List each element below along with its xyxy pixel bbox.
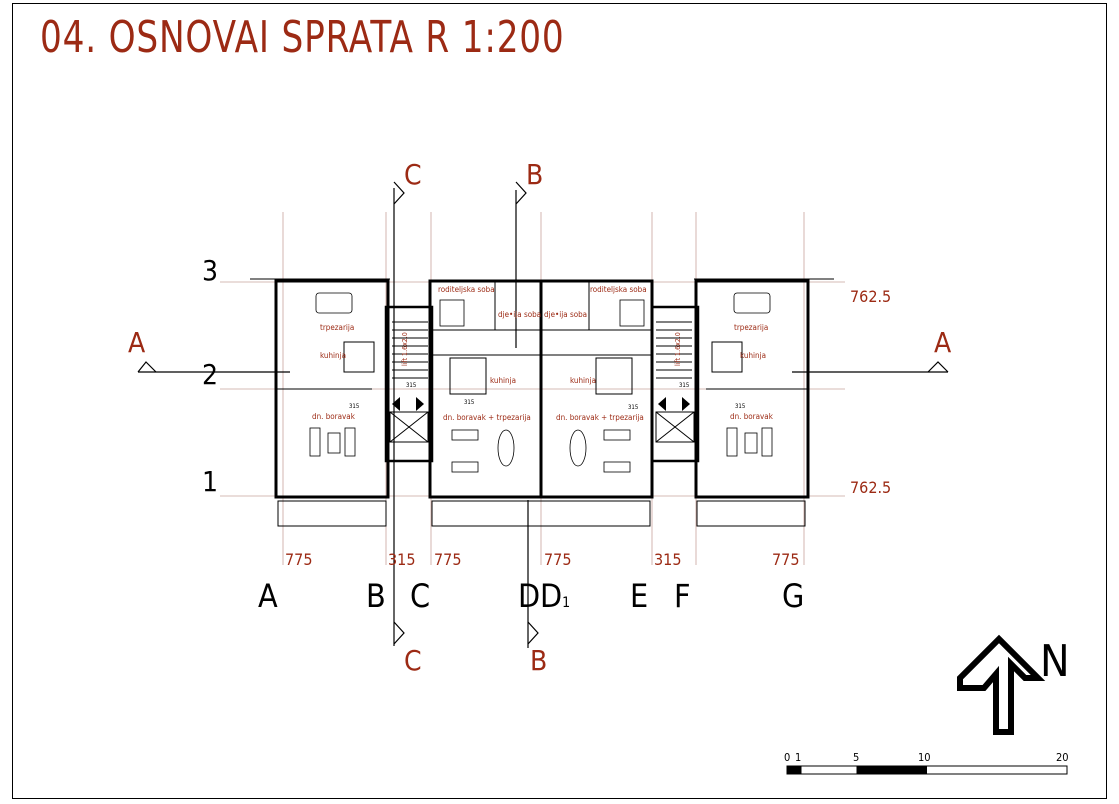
section-a-right: A [934,326,952,359]
room-cr-kitchen: kuhinja [570,376,596,385]
room-left-kitchen: kuhinja [320,351,346,360]
scale-tick-0: 0 [784,751,790,764]
section-c-top: C [404,158,422,191]
scale-tick-20: 20 [1056,751,1069,764]
column-label-b: B [366,577,386,615]
room-right-stair: lift 1.6x2.0 [674,332,682,366]
furniture [309,292,773,473]
column-label-a: A [258,577,278,615]
column-label-e: E [630,577,648,615]
room-left-living: dn. boravak [312,412,356,421]
scale-tick-1: 1 [795,751,801,764]
row-label-1: 1 [202,465,218,498]
column-dim-d1: 775 [544,550,571,569]
drawing-frame [12,3,1107,799]
section-c-bottom: C [404,644,422,677]
row-dim-bottom: 762.5 [850,478,891,497]
column-dim-b: 315 [388,550,415,569]
north-arrow: N [957,634,1070,735]
level-marker: 315 [628,404,638,411]
room-right-living: dn. boravak [730,412,774,421]
column-label-d1-letter: D [540,577,562,615]
level-marker: 315 [464,399,474,406]
column-label-d: D [518,577,540,615]
room-left-stair: lift 1.6x2.0 [401,332,409,366]
scale-tick-10: 10 [918,751,931,764]
entry-arrows [392,397,690,411]
north-arrow-icon [957,634,1046,735]
column-dim-e: 315 [654,550,681,569]
scale-bar: 0 1 5 10 20 [784,751,1069,775]
section-lines [137,181,949,648]
row-label-3: 3 [202,254,218,287]
column-label-f: F [674,577,691,615]
level-marker: 315 [349,403,359,410]
level-marker: 315 [406,382,416,389]
room-cr-living: dn. boravak + trpezarija [556,413,644,422]
section-a-left: A [128,326,146,359]
column-dim-a: 775 [285,550,312,569]
room-cl-bedroom: roditeljska soba [438,285,495,294]
room-left-dining: trpezarija [320,323,354,332]
building-walls [250,278,834,527]
scale-tick-5: 5 [853,751,859,764]
room-cl-living: dn. boravak + trpezarija [443,413,531,422]
column-label-g: G [782,577,804,615]
north-label: N [1040,636,1070,687]
row-label-2: 2 [202,358,218,391]
section-b-bottom: B [530,644,547,677]
room-cl-kitchen: kuhinja [490,376,516,385]
column-dim-c: 775 [434,550,461,569]
room-right-dining: trpezarija [734,323,768,332]
section-b-top: B [526,158,543,191]
row-dim-top: 762.5 [850,287,891,306]
level-marker: 315 [735,403,745,410]
sheet-title: 04. OSNOVAI SPRATA R 1:200 [40,12,565,63]
room-cr-kids: dje•ija soba [544,310,587,319]
level-marker: 315 [679,382,689,389]
column-label-d1: D1 [540,577,570,615]
column-label-d1-index: 1 [562,595,570,611]
room-right-kitchen: kuhinja [740,351,766,360]
column-dim-g: 775 [772,550,799,569]
room-cr-bedroom: roditeljska soba [590,285,647,294]
column-label-c: C [410,577,430,615]
room-cl-kids: dje•ija soba [498,310,541,319]
